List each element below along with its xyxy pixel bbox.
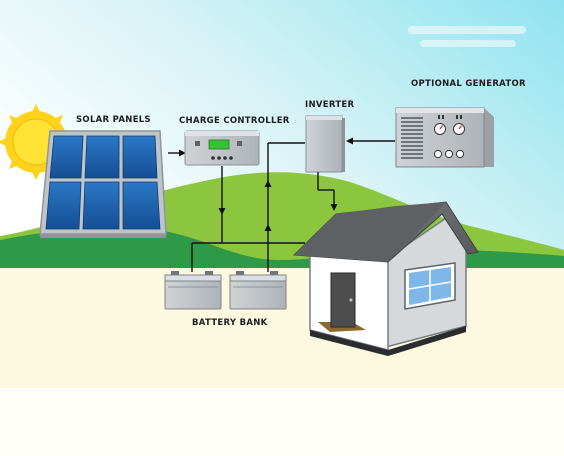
solar-panels-label: SOLAR PANELS <box>76 115 151 125</box>
solar-panels <box>39 130 167 238</box>
generator-gauge-icon <box>434 115 465 135</box>
arrow-panels-to-controller <box>168 149 186 157</box>
charge-controller <box>184 130 260 166</box>
charge-controller-label: CHARGE CONTROLLER <box>179 116 290 126</box>
battery-bank <box>164 271 287 310</box>
arrow-battery-to-inverter-lower <box>264 224 272 231</box>
ground-lower-band <box>0 388 564 456</box>
optional-generator-label: OPTIONAL GENERATOR <box>411 79 526 89</box>
house-roof-front <box>294 202 446 262</box>
generator-buttons <box>433 149 465 159</box>
inverter-label: INVERTER <box>305 100 355 110</box>
arrow-controller-to-battery <box>218 208 226 215</box>
house-base-shadow <box>310 326 466 356</box>
battery-2 <box>229 271 287 310</box>
arrowheads <box>218 180 338 231</box>
battery-bank-label: BATTERY BANK <box>192 318 268 328</box>
arrow-inverter-to-house <box>330 204 338 211</box>
arrow-battery-to-inverter-upper <box>264 180 272 187</box>
optional-generator <box>395 107 494 168</box>
inverter <box>305 115 345 173</box>
battery-1 <box>164 271 222 310</box>
controller-display <box>208 139 230 150</box>
generator-vents <box>401 117 423 159</box>
house <box>292 201 479 356</box>
arrow-generator-to-inverter <box>346 137 395 145</box>
house-window <box>404 262 456 310</box>
panel-cells <box>45 135 161 230</box>
clouds <box>408 26 526 47</box>
